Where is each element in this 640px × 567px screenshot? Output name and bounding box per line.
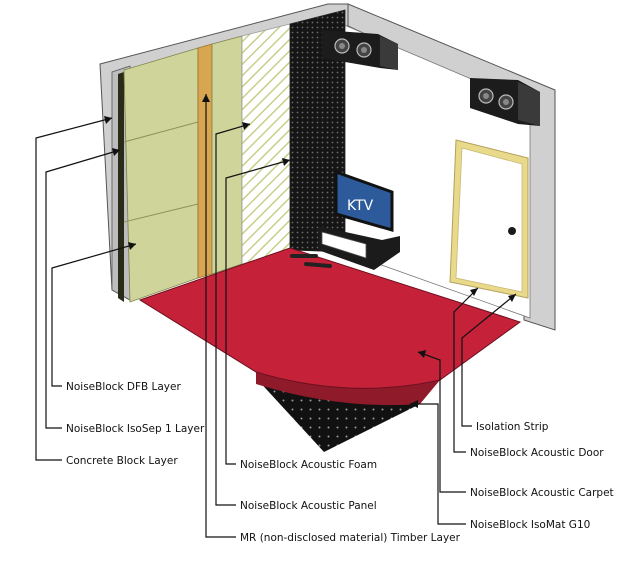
dfb-seam-2 (123, 203, 199, 223)
speaker-right (470, 78, 540, 126)
acoustic-panel (241, 23, 291, 265)
door-panel (455, 147, 523, 293)
label-acoustic-panel: NoiseBlock Acoustic Panel (240, 500, 377, 512)
isosep-layer (118, 72, 124, 302)
leader-panel (215, 123, 251, 506)
cabinet-drawer (321, 231, 367, 259)
leader-carpet (417, 351, 466, 493)
leader-lines (35, 94, 517, 538)
label-isomat: NoiseBlock IsoMat G10 (470, 519, 590, 531)
isomat-layer (256, 378, 420, 452)
leader-timber (205, 94, 236, 538)
label-dfb-layer: NoiseBlock DFB Layer (66, 381, 181, 393)
tv-set: KTV (318, 169, 400, 270)
label-isolation-strip: Isolation Strip (476, 421, 549, 433)
timber-layer (197, 43, 213, 279)
labels: NoiseBlock DFB Layer NoiseBlock IsoSep 1… (66, 381, 614, 544)
tv-screen (334, 169, 394, 232)
acoustic-door (449, 139, 529, 299)
leader-concrete (35, 117, 113, 461)
leader-strip (461, 293, 517, 427)
label-concrete-block: Concrete Block Layer (66, 455, 178, 467)
left-wall-layers (111, 9, 346, 303)
leader-isosep (45, 149, 121, 429)
leader-door (453, 287, 479, 453)
speaker-left (322, 30, 398, 70)
dfb-seam-1 (123, 121, 199, 143)
tv-text: KTV (347, 198, 374, 214)
label-acoustic-foam: NoiseBlock Acoustic Foam (240, 459, 377, 471)
microphones (290, 254, 332, 268)
door-knob (508, 227, 516, 235)
label-timber-layer: MR (non-disclosed material) Timber Layer (240, 532, 461, 544)
leader-dfb (51, 243, 137, 387)
carpet-edge (256, 372, 440, 406)
leader-foam (225, 159, 291, 465)
arrowheads (104, 94, 516, 408)
label-acoustic-door: NoiseBlock Acoustic Door (470, 447, 604, 459)
label-acoustic-carpet: NoiseBlock Acoustic Carpet (470, 487, 614, 499)
dfb-layer (123, 47, 199, 303)
label-isosep-layer: NoiseBlock IsoSep 1 Layer (66, 423, 205, 435)
leader-isomat (410, 403, 466, 525)
